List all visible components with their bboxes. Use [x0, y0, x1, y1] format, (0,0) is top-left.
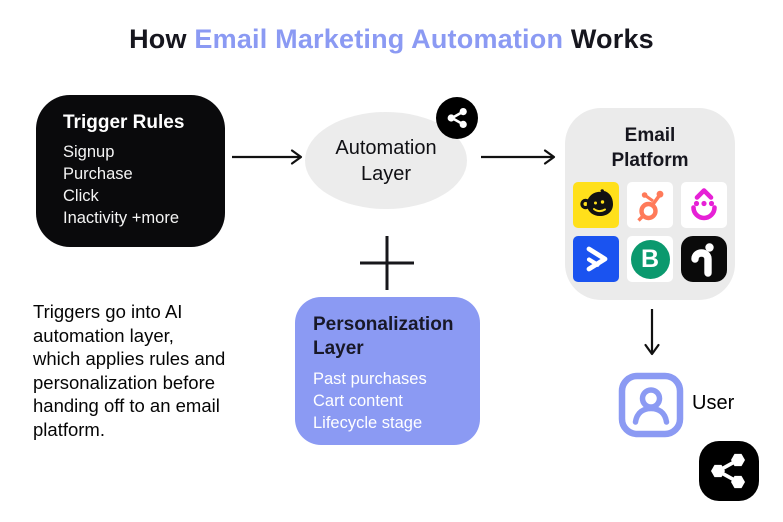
email-platform-box: Email Platform — [565, 108, 735, 300]
description-text: Triggers go into AI automation layer, wh… — [33, 300, 283, 441]
omnisend-icon — [681, 236, 727, 282]
trigger-rules-box: Trigger Rules Signup Purchase Click Inac… — [36, 95, 225, 247]
hubspot-icon — [627, 182, 673, 228]
share-logo — [699, 441, 759, 506]
description-line: which applies rules and — [33, 348, 226, 369]
trigger-rules-title: Trigger Rules — [63, 112, 185, 133]
personalization-item-lifecycle: Lifecycle stage — [313, 414, 423, 432]
brevo-icon: B — [627, 236, 673, 282]
arrow-trigger-to-automation — [232, 149, 303, 165]
description-line: Triggers go into AI — [33, 301, 183, 322]
email-platform-title: Email Platform — [611, 125, 689, 171]
plus-icon — [360, 236, 414, 290]
description-line: handing off to an email — [33, 395, 220, 416]
personalization-item-cart: Cart content — [313, 392, 403, 410]
description-line: automation layer, — [33, 324, 174, 346]
automation-layer-label: Automation Layer — [335, 136, 437, 185]
trigger-item-signup: Signup — [63, 143, 115, 161]
title-suffix: Works — [563, 24, 654, 54]
title-accent: Email Marketing Automation — [194, 24, 564, 54]
description-line: platform. — [33, 418, 105, 440]
arrow-email-to-user — [644, 309, 660, 356]
trigger-item-purchase: Purchase — [63, 165, 133, 183]
trigger-item-click: Click — [63, 187, 99, 205]
share-icon — [447, 108, 467, 128]
activecampaign-icon — [573, 236, 619, 282]
mailchimp-icon — [573, 182, 619, 228]
trigger-item-inactivity: Inactivity +more — [63, 209, 179, 227]
share-hex-icon — [699, 441, 759, 501]
user-label: User — [692, 392, 735, 414]
title-prefix: How — [129, 24, 195, 54]
page-title: How Email Marketing Automation Works — [0, 24, 783, 55]
share-badge — [436, 97, 478, 139]
platform-icon-grid: B — [565, 182, 735, 282]
description-line: personalization before — [33, 371, 216, 393]
personalization-layer-box: Personalization Layer Past purchases Car… — [295, 297, 480, 445]
brevo-letter: B — [640, 244, 660, 273]
user-icon — [618, 372, 684, 443]
personalization-title: Personalization Layer — [313, 314, 454, 359]
brevo-circle: B — [630, 239, 670, 279]
arrow-automation-to-email — [481, 149, 556, 165]
drip-icon — [681, 182, 727, 228]
personalization-item-purchases: Past purchases — [313, 370, 427, 388]
